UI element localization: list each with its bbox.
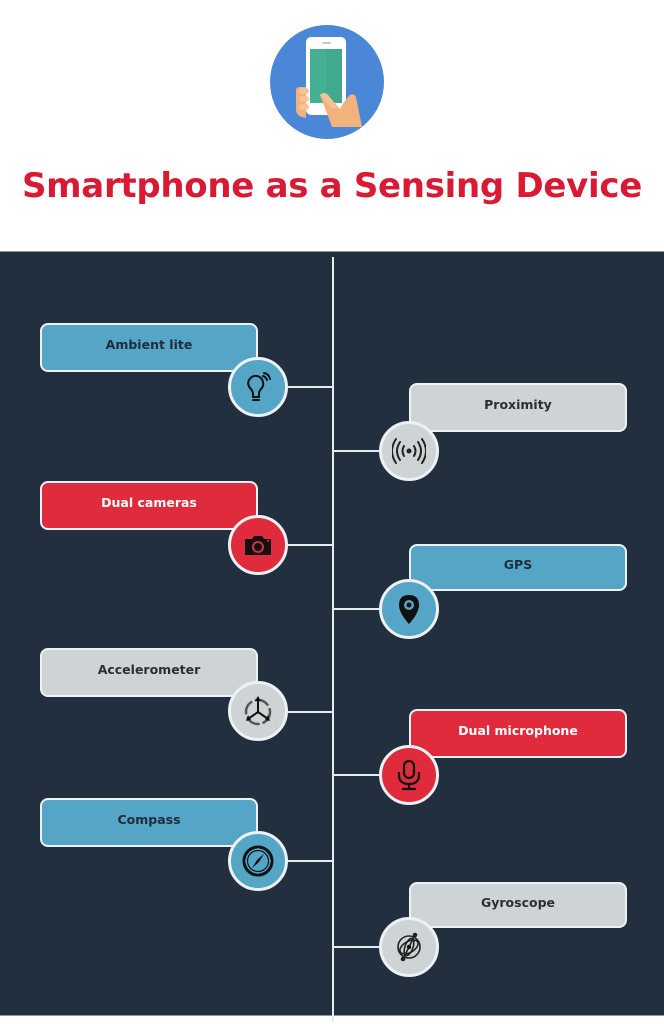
camera-icon: [228, 515, 288, 575]
gyroscope-icon: [379, 917, 439, 977]
connector-line: [288, 544, 333, 546]
connector-line: [288, 711, 333, 713]
sensor-label: Ambient lite: [105, 337, 193, 352]
connector-line: [288, 386, 333, 388]
sensor-label: Gyroscope: [480, 894, 556, 910]
timeline-spine: [332, 257, 334, 1022]
sensor-card-gps: GPS: [409, 544, 627, 591]
sensor-card-ambient-lite: Ambient lite: [40, 323, 258, 372]
page-title: Smartphone as a Sensing Device: [21, 166, 643, 206]
connector-line: [288, 860, 333, 862]
broadcast-signal-icon: [379, 421, 439, 481]
connector-line: [333, 608, 379, 610]
microphone-icon: [379, 745, 439, 805]
connector-line: [333, 946, 379, 948]
sensor-label: Compass: [117, 812, 181, 827]
connector-line: [333, 774, 379, 776]
sensor-card-dual-cameras: Dual cameras: [40, 481, 258, 530]
three-axis-arrows-icon: [228, 681, 288, 741]
light-bulb-icon: [228, 357, 288, 417]
sensor-card-gyroscope: Gyroscope: [409, 882, 627, 928]
sensor-card-dual-microphone: Dual microphone: [409, 709, 627, 758]
sensor-card-compass: Compass: [40, 798, 258, 847]
sensor-card-proximity: Proximity: [409, 383, 627, 432]
sensor-label: Proximity: [484, 397, 552, 412]
sensor-label: GPS: [503, 557, 533, 572]
sensor-label: Dual microphone: [458, 723, 578, 738]
compass-icon: [228, 831, 288, 891]
sensor-label: Accelerometer: [97, 662, 201, 677]
smartphone-in-hand-icon: [270, 25, 384, 139]
sensor-label: Dual cameras: [101, 495, 197, 510]
sensor-card-accelerometer: Accelerometer: [40, 648, 258, 697]
connector-line: [333, 450, 379, 452]
map-pin-icon: [379, 579, 439, 639]
